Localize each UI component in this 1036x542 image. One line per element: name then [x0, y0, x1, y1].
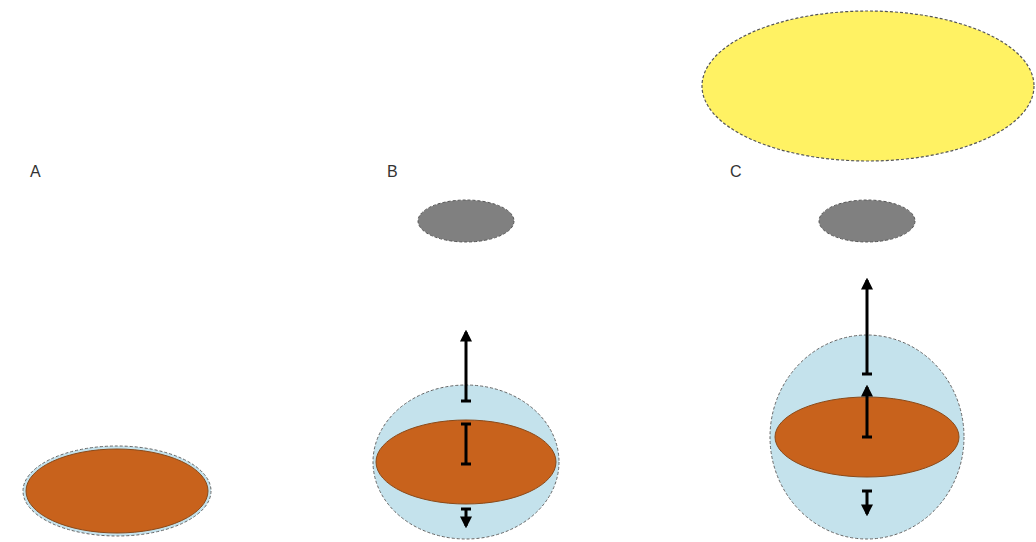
- force-arrow: [465, 424, 468, 464]
- moon: [819, 200, 915, 242]
- ocean-bulge: [373, 385, 559, 539]
- ocean-layer: [23, 446, 211, 536]
- force-arrow: [866, 387, 869, 436]
- sun: [702, 11, 1034, 161]
- tick: [461, 463, 471, 466]
- force-arrow: [465, 509, 468, 526]
- force-arrow: [866, 491, 869, 514]
- arrow-ticks: [461, 401, 471, 509]
- tick: [461, 423, 471, 426]
- tick: [862, 436, 872, 439]
- panel-letter: C: [730, 164, 742, 180]
- earth: [376, 420, 556, 504]
- tick: [862, 373, 872, 376]
- tick: [461, 400, 471, 403]
- force-arrow: [866, 280, 869, 373]
- tick: [862, 490, 872, 493]
- moon: [418, 200, 514, 242]
- panel-letter: A: [30, 164, 41, 180]
- force-arrow: [465, 332, 468, 400]
- arrow-ticks: [862, 374, 872, 491]
- force-arrows: [465, 332, 468, 526]
- force-arrows: [866, 280, 869, 514]
- earth: [26, 449, 208, 533]
- tick: [461, 508, 471, 511]
- panel-letter: B: [387, 164, 398, 180]
